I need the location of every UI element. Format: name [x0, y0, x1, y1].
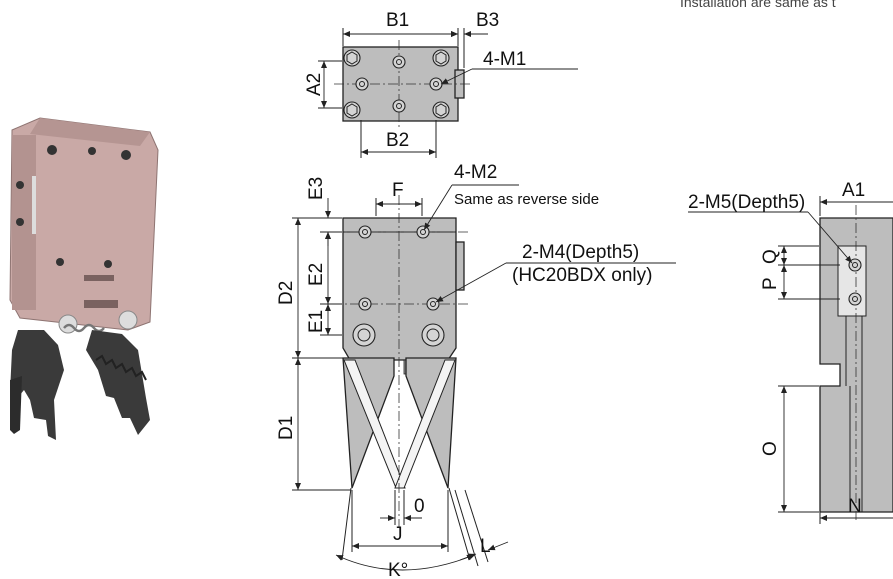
- dim-a1: A1: [842, 180, 865, 201]
- dim-d1: D1: [276, 416, 297, 440]
- note-hc20bdx-only: (HC20BDX only): [512, 265, 652, 286]
- dim-e1: E1: [306, 310, 327, 333]
- dim-k: K°: [388, 560, 408, 579]
- installation-note: Installation are same as t: [680, 0, 836, 10]
- dim-a2: A2: [304, 73, 325, 96]
- label-4-m2: 4-M2: [454, 162, 497, 183]
- dim-zero: 0: [414, 496, 425, 517]
- dim-e2: E2: [306, 263, 327, 286]
- dim-n: N: [848, 496, 862, 517]
- dim-f: F: [392, 180, 404, 201]
- gripper-photo: [9, 117, 159, 440]
- dim-p: P: [760, 277, 781, 290]
- dim-b1: B1: [386, 10, 409, 31]
- side-view: [688, 196, 893, 524]
- dim-j: J: [393, 524, 403, 545]
- dim-b2: B2: [386, 130, 409, 151]
- note-reverse-side: Same as reverse side: [454, 191, 599, 208]
- label-2-m4: 2-M4(Depth5): [522, 242, 639, 263]
- dim-d2: D2: [276, 281, 297, 305]
- dim-l: L: [480, 536, 491, 557]
- front-view: [292, 184, 676, 571]
- dim-e3: E3: [306, 177, 327, 200]
- dim-b3: B3: [476, 10, 499, 31]
- top-view: [318, 28, 578, 158]
- dim-o: O: [760, 441, 781, 456]
- label-2-m5: 2-M5(Depth5): [688, 192, 805, 213]
- dim-q: Q: [760, 249, 781, 264]
- label-4-m1: 4-M1: [483, 49, 526, 70]
